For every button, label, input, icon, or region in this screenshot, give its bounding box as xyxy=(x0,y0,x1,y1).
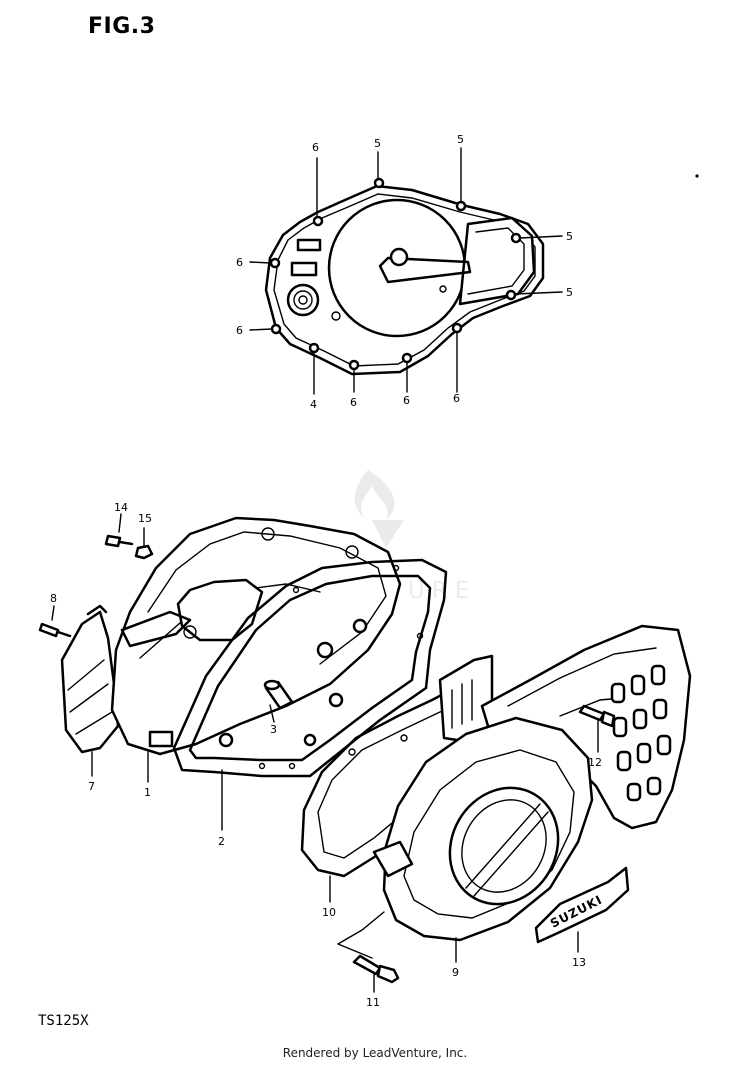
callout-6: 6 xyxy=(350,396,357,409)
part-7-inner-cover xyxy=(60,604,120,754)
callout-labels: 6 5 5 5 5 6 6 4 6 6 6 14 15 8 3 7 1 2 12… xyxy=(50,133,602,1009)
callout-13: 13 xyxy=(572,956,586,969)
part-2-gasket xyxy=(172,558,448,778)
stray-dot xyxy=(695,174,699,178)
part-9-clutch-cover xyxy=(372,716,594,942)
footer-credit: Rendered by LeadVenture, Inc. xyxy=(282,1046,468,1060)
callout-14: 14 xyxy=(114,501,128,514)
callout-5: 5 xyxy=(374,137,381,150)
callout-6: 6 xyxy=(403,394,410,407)
part-14-bolt xyxy=(104,534,134,548)
callout-7: 7 xyxy=(88,780,95,793)
callout-11: 11 xyxy=(366,996,380,1009)
callout-5: 5 xyxy=(566,230,573,243)
callout-6: 6 xyxy=(236,324,243,337)
part-11-screw xyxy=(352,954,400,984)
callout-15: 15 xyxy=(138,512,152,525)
cover-vent-slots xyxy=(610,664,672,802)
callout-6: 6 xyxy=(236,256,243,269)
callout-12: 12 xyxy=(588,756,602,769)
callout-4: 4 xyxy=(310,398,317,411)
crankcase-bosses xyxy=(218,618,368,748)
cover-bolt-holes xyxy=(269,177,522,371)
right-side-cover xyxy=(480,624,692,830)
inner-cover-view xyxy=(249,147,563,395)
part-8-screw xyxy=(38,622,72,638)
callout-5: 5 xyxy=(566,286,573,299)
callout-5: 5 xyxy=(457,133,464,146)
part-1-crankcase-cover xyxy=(110,516,402,756)
callout-2: 2 xyxy=(218,835,225,848)
model-code: TS125X xyxy=(38,1013,89,1029)
callout-6: 6 xyxy=(312,141,319,154)
callout-3: 3 xyxy=(270,723,277,736)
part-3-dowel-pin xyxy=(263,679,294,710)
callout-10: 10 xyxy=(322,906,336,919)
callout-8: 8 xyxy=(50,592,57,605)
callout-6: 6 xyxy=(453,392,460,405)
figure-title: FIG.3 xyxy=(88,14,156,39)
callout-1: 1 xyxy=(144,786,151,799)
watermark-logo xyxy=(354,470,404,548)
part-15-washer xyxy=(134,544,154,560)
callout-leaders-bottom xyxy=(51,513,599,993)
part-12-screw xyxy=(578,704,616,728)
callout-9: 9 xyxy=(452,966,459,979)
gasket-holes xyxy=(258,564,424,770)
callout-leaders-top xyxy=(249,147,563,395)
